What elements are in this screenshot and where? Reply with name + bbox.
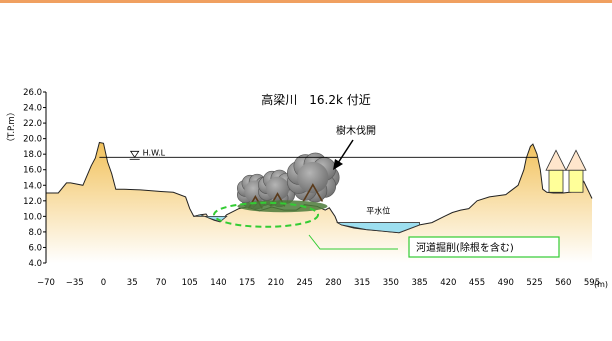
y-tick-label: 16.0 <box>23 166 42 176</box>
house-2 <box>565 149 587 193</box>
y-tick-label: 12.0 <box>23 197 42 207</box>
y-tick-label: 26.0 <box>23 88 42 98</box>
y-tick-label: 20.0 <box>23 135 42 145</box>
y-tick-label: 10.0 <box>23 212 42 222</box>
y-tick-label: 14.0 <box>23 181 42 191</box>
chart-title: 高梁川 16.2k 付近 <box>261 92 370 107</box>
ground-fill <box>46 142 592 263</box>
excavation-label-box <box>408 236 560 258</box>
x-tick-label: 280 <box>325 278 341 288</box>
y-tick-label: 18.0 <box>23 150 42 160</box>
x-tick-label: 595 <box>584 278 600 288</box>
excavation-area-outline <box>213 201 320 228</box>
tree-3 <box>287 152 340 203</box>
x-tick-label: 560 <box>555 278 571 288</box>
water-channel <box>335 222 420 234</box>
x-tick-label: 140 <box>210 278 226 288</box>
x-tick-label: 420 <box>440 278 456 288</box>
hwl-label: H.W.L <box>143 148 166 157</box>
y-tick-label: 8.0 <box>28 228 42 238</box>
x-tick-label: 210 <box>268 278 284 288</box>
top-accent-bar <box>0 0 612 3</box>
tree-clearing-label: 樹木伐開 <box>336 124 376 137</box>
tree-arrow-head-icon <box>333 159 343 170</box>
y-tick-label: 6.0 <box>28 243 42 253</box>
x-tick-label: −35 <box>66 278 84 288</box>
excavation-leader-line <box>308 234 398 250</box>
y-tick-label: 4.0 <box>28 259 42 269</box>
x-tick-label: 105 <box>182 278 198 288</box>
x-tick-label: 0 <box>101 278 106 288</box>
ground-layer <box>46 141 593 263</box>
normal-water-label: 平水位 <box>366 205 390 215</box>
x-unit-label: (m) <box>594 280 608 289</box>
tree-arrow-line <box>337 139 354 164</box>
house-1 <box>545 149 567 193</box>
axis-layer: 4.0 6.0 8.0 10.0 12.0 14.0 16.0 18.0 20.0 22.0 24.… <box>23 88 608 289</box>
x-tick-label: −70 <box>37 278 55 288</box>
excavation-label: 河道掘削(除根を含む) <box>416 241 514 254</box>
x-tick-label: 490 <box>498 278 514 288</box>
x-tick-label: 455 <box>469 278 485 288</box>
tree-base-foliage <box>237 200 328 213</box>
y-tick-label: 22.0 <box>23 119 42 129</box>
x-tick-label: 350 <box>383 278 399 288</box>
x-tick-label: 245 <box>297 278 313 288</box>
y-tick-label: 24.0 <box>23 104 42 114</box>
y-axis-label: （T.P.m） <box>6 108 17 147</box>
x-tick-label: 35 <box>127 278 138 288</box>
x-tick-label: 385 <box>411 278 427 288</box>
hwl-marker-icon <box>129 150 140 159</box>
tree-layer <box>237 152 340 213</box>
x-tick-label: 315 <box>354 278 370 288</box>
x-tick-label: 70 <box>156 278 167 288</box>
x-tick-label: 525 <box>526 278 542 288</box>
x-tick-label: 175 <box>239 278 255 288</box>
